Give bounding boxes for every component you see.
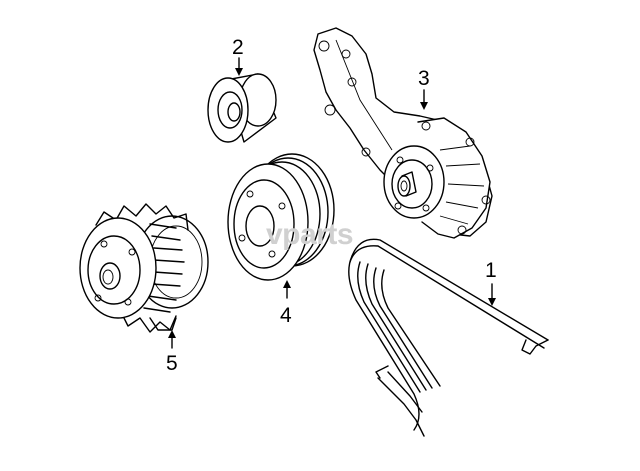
callout-label: 1	[485, 259, 497, 282]
fan-clutch	[79, 203, 209, 333]
belt	[348, 238, 549, 437]
pump-pulley	[227, 153, 335, 281]
water-pump	[313, 27, 493, 239]
callout-label: 3	[418, 67, 430, 90]
callout-1: 1	[485, 259, 497, 306]
idler-pulley	[207, 73, 277, 143]
watermark: vparts	[266, 218, 353, 251]
callout-label: 2	[232, 36, 244, 59]
callout-4: 4	[280, 280, 292, 327]
callout-5: 5	[166, 330, 178, 375]
callout-2: 2	[232, 36, 244, 76]
callout-label: 5	[166, 352, 178, 375]
callout-3: 3	[418, 67, 430, 110]
callout-label: 4	[280, 304, 292, 327]
